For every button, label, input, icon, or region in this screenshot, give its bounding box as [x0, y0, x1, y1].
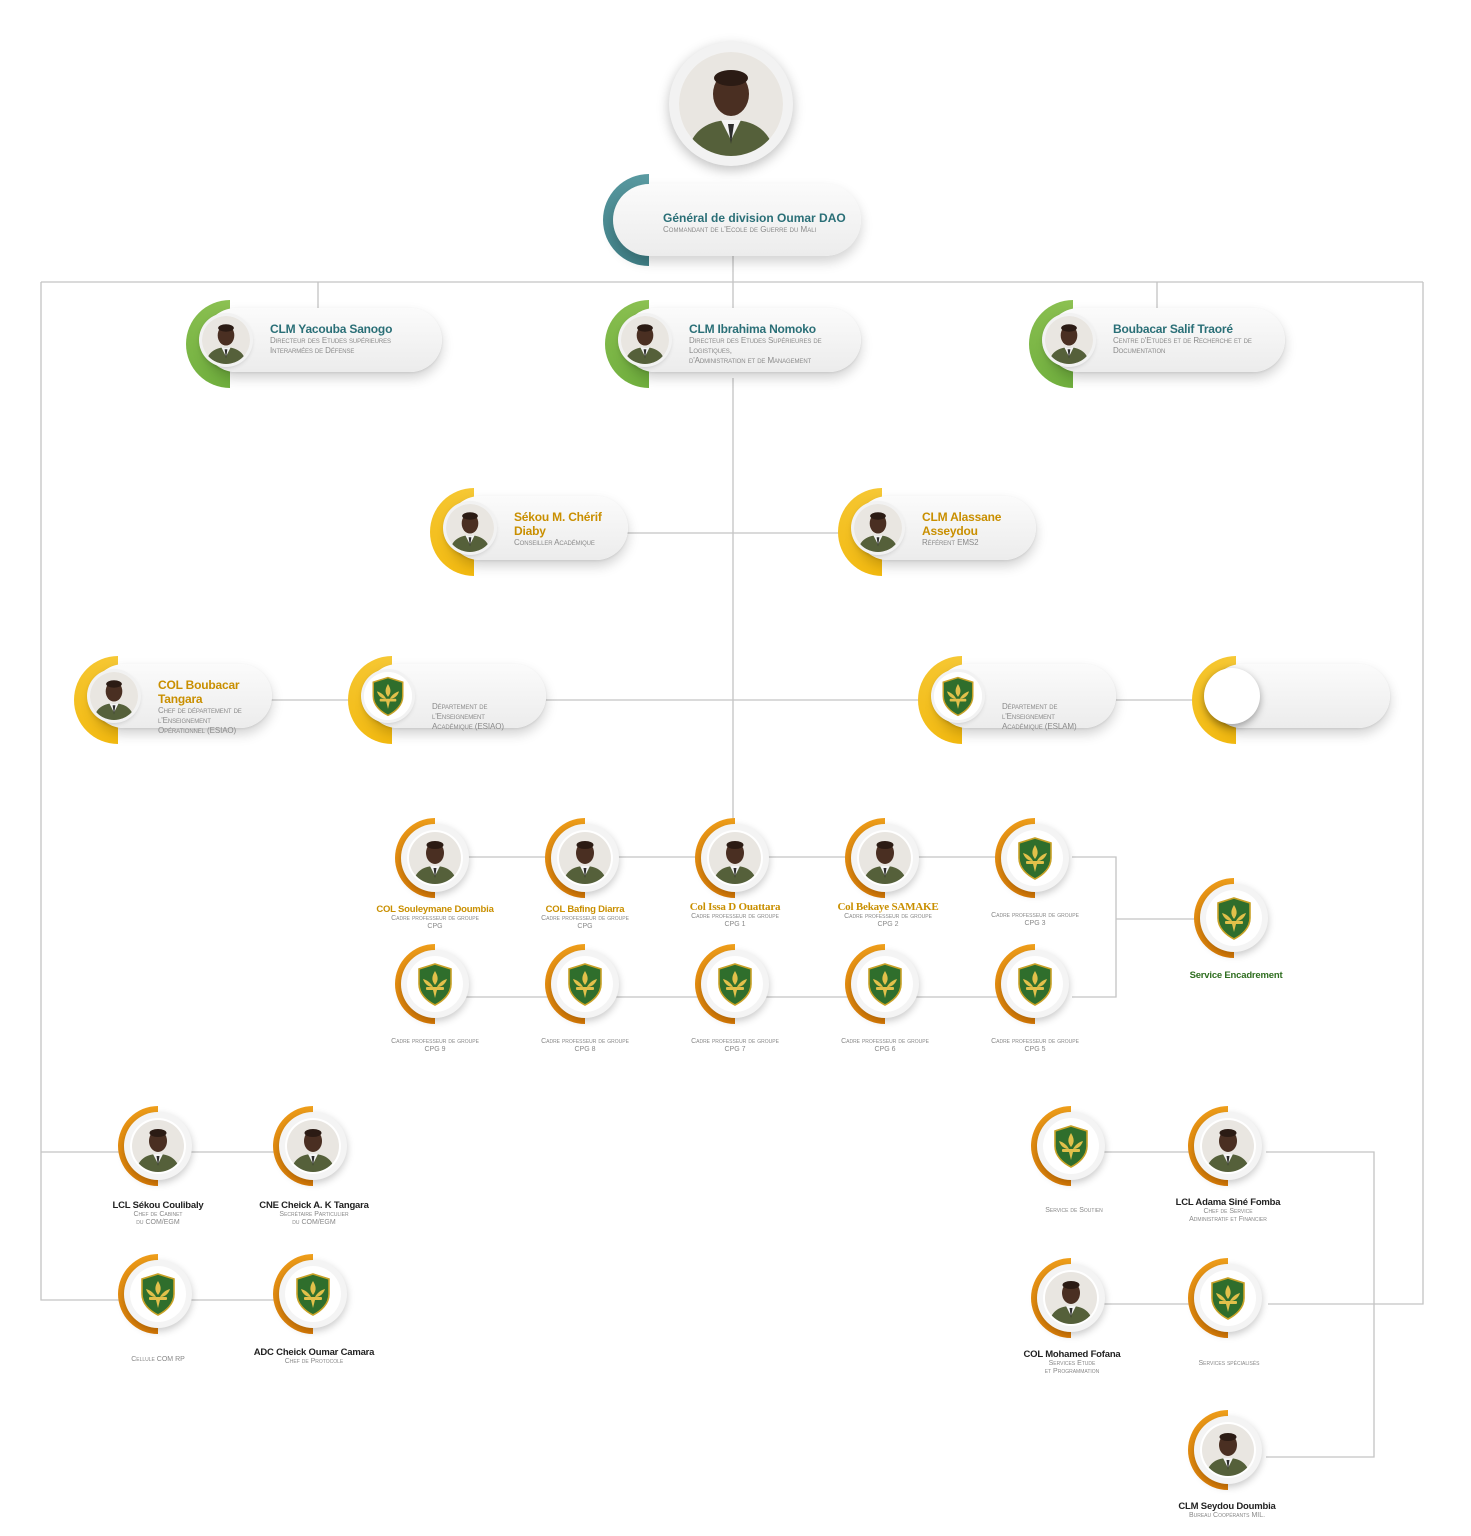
advisor-role: Conseiller Académique — [514, 538, 595, 547]
director-card-nomoko[interactable]: CLM Ibrahima Nomoko Directeur des Etudes… — [605, 300, 861, 388]
director-card-sanogo[interactable]: CLM Yacouba Sanogo Directeur des Etudes … — [186, 300, 442, 388]
link-services-bracket — [1266, 1151, 1375, 1458]
cpg-node-cpg8[interactable] — [545, 944, 625, 1024]
department-card-empty[interactable] — [1192, 656, 1390, 744]
director-card-traore[interactable]: Boubacar Salif Traoré Centre d'Etudes et… — [1029, 300, 1285, 388]
service-label: Services spécialisés — [1198, 1360, 1260, 1367]
advisor-role: Référent EMS2 — [922, 538, 979, 547]
department-role: Académique (ESLAM) — [1002, 722, 1077, 731]
department-card-tangara[interactable]: COL Boubacar Tangara Chef de département… — [74, 656, 272, 744]
cabinet-node-camara[interactable] — [273, 1254, 353, 1334]
advisor-card-diaby[interactable]: Sékou M. Chérif Diaby Conseiller Académi… — [430, 488, 628, 576]
service-encadrement-label: Service Encadrement — [1189, 970, 1283, 981]
director-name: CLM Yacouba Sanogo — [270, 322, 393, 336]
director-role: Interarmées de Défense — [270, 346, 355, 355]
advisor-name: Sékou M. Chérif Diaby — [514, 510, 602, 538]
cpg-node-samake[interactable] — [845, 818, 925, 898]
cpg-node-cpg9[interactable] — [395, 944, 475, 1024]
service-node-soutien[interactable] — [1031, 1106, 1111, 1186]
advisor-card-asseydou[interactable]: CLM Alassane Asseydou Référent EMS2 — [838, 488, 1036, 576]
director-role: Centre d'Etudes et de Recherche et de — [1113, 336, 1252, 345]
link-left-vertical — [40, 282, 118, 1301]
department-role: Académique (ESIAO) — [432, 722, 504, 731]
department-card-eslam[interactable]: Département de l'Enseignement Académique… — [918, 656, 1116, 744]
department-role: Opérationnel (ESIAO) — [158, 726, 237, 735]
service-node-specialises[interactable] — [1188, 1258, 1268, 1338]
director-role: Directeur des Etudes supérieures — [270, 336, 391, 345]
cpg-node-cpg7[interactable] — [695, 944, 775, 1024]
cpg-node-cpg3[interactable] — [995, 818, 1075, 898]
cabinet-node-coulibaly[interactable] — [118, 1106, 198, 1186]
cpg-node-cpg6[interactable] — [845, 944, 925, 1024]
director-name: CLM Ibrahima Nomoko — [689, 322, 816, 336]
service-node-fofana[interactable] — [1031, 1258, 1111, 1338]
department-role: Département de l'Enseignement — [432, 702, 488, 721]
director-name: Boubacar Salif Traoré — [1113, 322, 1233, 336]
cpg-node-cpg5[interactable] — [995, 944, 1075, 1024]
advisor-name: CLM Alassane Asseydou — [922, 510, 1002, 538]
director-role: Documentation — [1113, 346, 1166, 355]
director-role: d'Administration et de Management — [689, 356, 812, 365]
department-role: Chef de département de l'Enseignement — [158, 706, 242, 725]
cabinet-node-tangara[interactable] — [273, 1106, 353, 1186]
cabinet-node-com-rp[interactable] — [118, 1254, 198, 1334]
commander-card[interactable]: Général de division Oumar DAO Commandant… — [603, 174, 861, 266]
cpg-node-doumbia[interactable] — [395, 818, 475, 898]
commander-role: Commandant de l'Ecole de Guerre du Mali — [663, 225, 817, 234]
department-role: Département de l'Enseignement — [1002, 702, 1058, 721]
commander-name: Général de division Oumar DAO — [663, 211, 846, 225]
service-node-fomba[interactable] — [1188, 1106, 1268, 1186]
service-node-doumbia[interactable] — [1188, 1410, 1268, 1490]
director-role: Directeur des Etudes Supérieures de Logi… — [689, 336, 822, 355]
cabinet-label: Cellule COM RP — [131, 1356, 185, 1363]
link-cpg-bracket — [1072, 856, 1117, 998]
service-encadrement-node[interactable] — [1194, 878, 1274, 958]
empty-photo-placeholder — [1204, 668, 1260, 724]
department-card-esiao[interactable]: Département de l'Enseignement Académique… — [348, 656, 546, 744]
service-label: Service de Soutien — [1045, 1207, 1103, 1214]
commander-photo — [669, 42, 793, 166]
department-head-name: COL Boubacar Tangara — [158, 678, 240, 706]
link-right-vertical — [1268, 282, 1424, 1305]
cpg-node-ouattara[interactable] — [695, 818, 775, 898]
cpg-node-diarra[interactable] — [545, 818, 625, 898]
